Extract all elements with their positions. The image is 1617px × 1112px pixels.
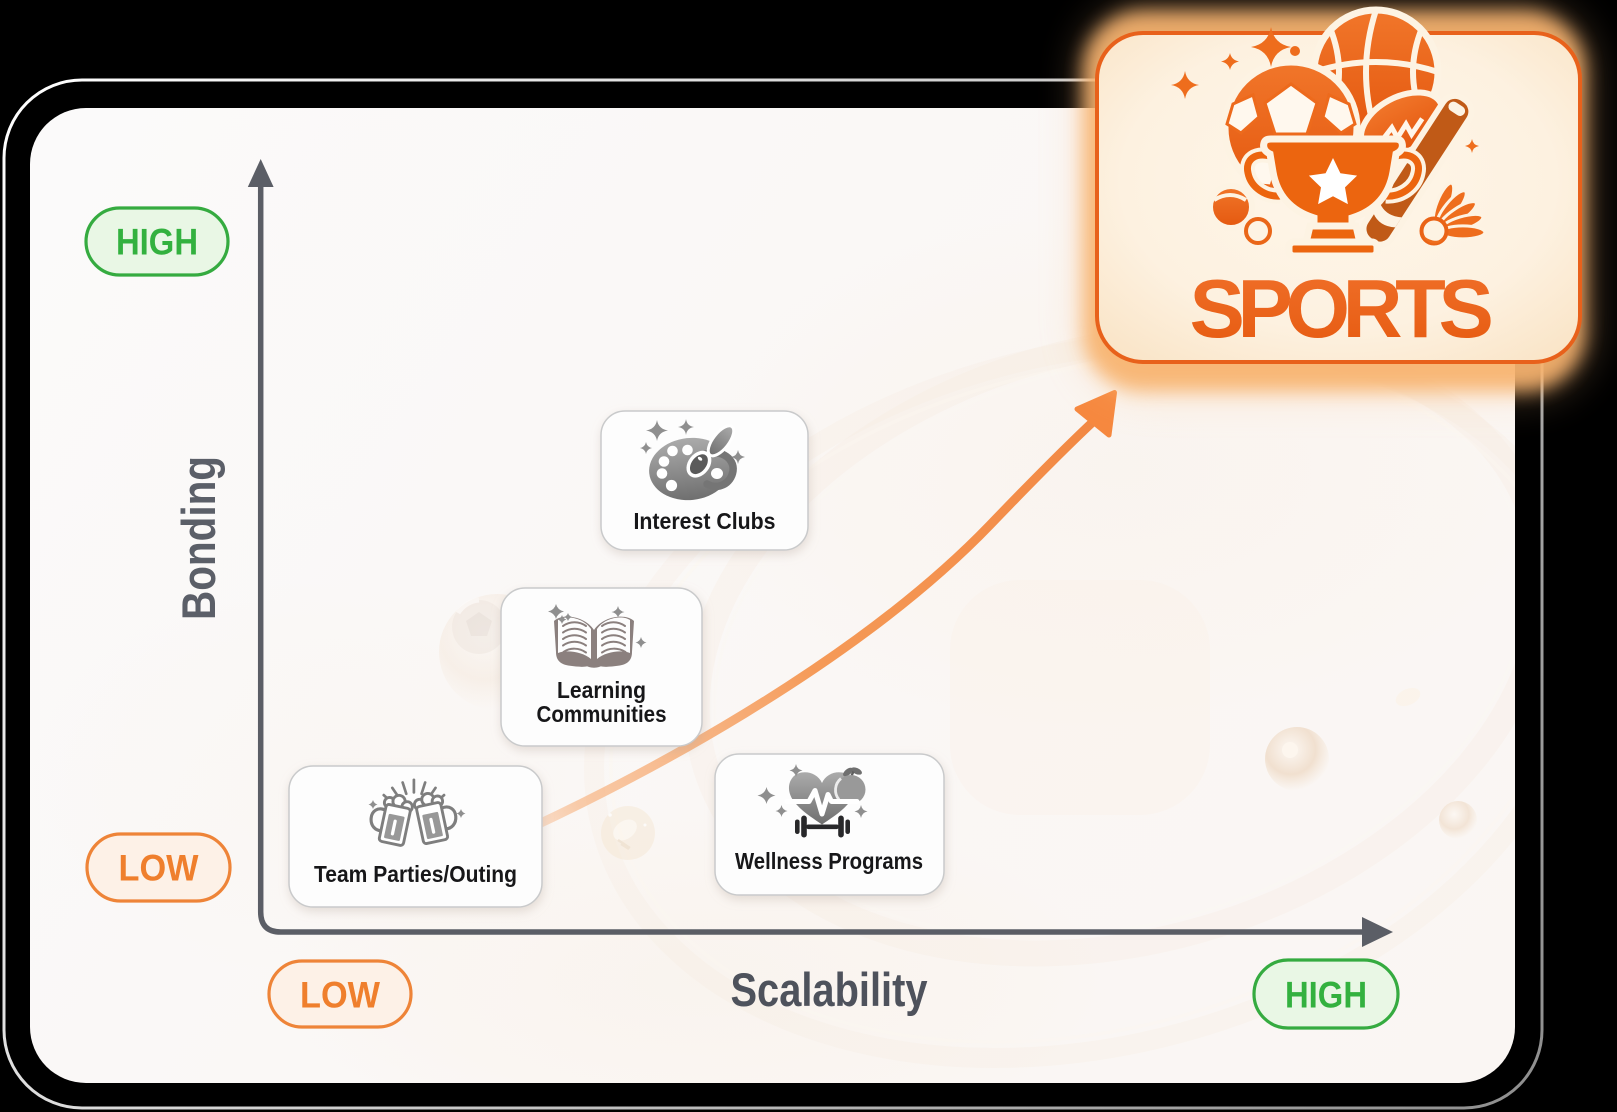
svg-text:Learning: Learning [557,677,646,703]
svg-text:Bonding: Bonding [172,456,225,620]
svg-text:HIGH: HIGH [1285,975,1367,1016]
svg-text:LOW: LOW [119,848,199,889]
svg-text:Interest Clubs: Interest Clubs [634,508,776,534]
svg-text:Scalability: Scalability [731,963,928,1016]
svg-text:LOW: LOW [300,975,380,1016]
svg-text:Wellness Programs: Wellness Programs [735,848,923,874]
svg-text:Team Parties/Outing: Team Parties/Outing [314,861,517,887]
svg-text:SPORTS: SPORTS [1190,262,1492,355]
svg-text:Communities: Communities [537,701,667,727]
svg-text:HIGH: HIGH [116,222,198,263]
